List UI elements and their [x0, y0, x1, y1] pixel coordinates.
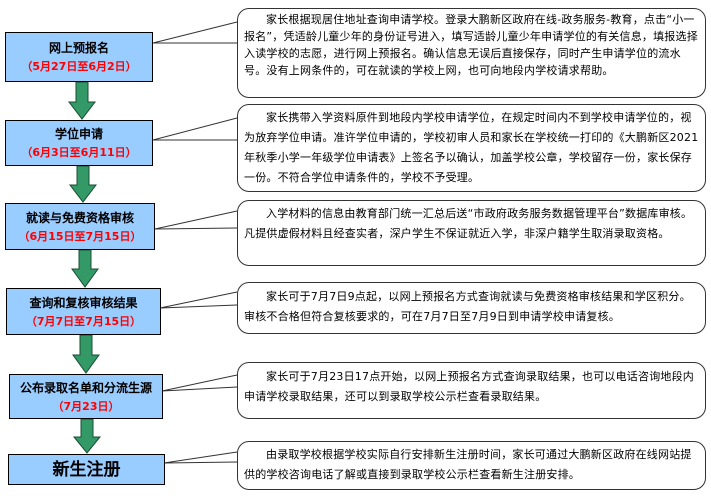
note-school-application: 家长携带入学资料原件到地段内学校申请学位，在规定时间内不到学校申请学位的，视为放… — [237, 104, 706, 192]
step-date: （5月27日至6月2日） — [21, 60, 137, 73]
step-date: （7月23日） — [52, 399, 120, 413]
callout-pointer — [152, 21, 238, 44]
step-title: 公布录取名单和分流生源 — [19, 380, 152, 395]
callout-pointer — [161, 374, 238, 392]
down-arrow — [72, 418, 102, 454]
step-date: （6月3日至6月11日） — [21, 146, 137, 159]
step-title: 就读与免费资格审核 — [25, 210, 134, 225]
step-query-review-results: 查询和复核审核结果 （7月7日至7月15日） — [6, 288, 161, 335]
callout-pointer — [154, 210, 238, 230]
down-arrow — [67, 81, 97, 120]
callout-pointer — [163, 451, 238, 464]
note-admission-list: 家长可于7月23日17点开始，以网上预报名方式查询录取结果，也可以电话咨询地段内… — [237, 362, 706, 419]
down-arrow — [72, 334, 100, 374]
step-date: （6月15日至7月15日） — [18, 229, 142, 243]
step-new-student-registration: 新生注册 — [8, 454, 165, 485]
down-arrow — [68, 165, 98, 203]
step-online-preregistration: 网上预报名 （5月27日至6月2日） — [5, 32, 153, 82]
step-title: 学位申请 — [54, 127, 103, 141]
step-admission-list: 公布录取名单和分流生源 （7月23日） — [9, 374, 163, 419]
step-eligibility-review: 就读与免费资格审核 （6月15日至7月15日） — [5, 203, 155, 250]
note-eligibility-review: 入学材料的信息由教育部门统一汇总后送“市政府政务服务数据管理平台”数据库审核。凡… — [237, 200, 706, 266]
step-title: 新生注册 — [52, 459, 121, 480]
note-new-student-registration: 由录取学校根据学校实际自行安排新生注册时间，家长可通过大鹏新区政府在线网站提供的… — [237, 441, 706, 490]
step-title: 查询和复核审核结果 — [29, 295, 138, 310]
note-online-preregistration: 家长根据现居住地址查询申请学校。登录大鹏新区政府在线-政务服务-教育，点击“小一… — [237, 8, 706, 98]
down-arrow — [71, 249, 99, 288]
callout-pointer — [152, 117, 238, 141]
callout-pointer — [159, 291, 238, 309]
step-title: 网上预报名 — [48, 41, 109, 55]
step-school-application: 学位申请 （6月3日至6月11日） — [5, 120, 153, 166]
step-date: （7月7日至7月15日） — [25, 314, 142, 328]
note-query-review-results: 家长可于7月7日9点起，以网上预报名方式查询就读与免费资格审核结果和学区积分。审… — [237, 282, 706, 334]
